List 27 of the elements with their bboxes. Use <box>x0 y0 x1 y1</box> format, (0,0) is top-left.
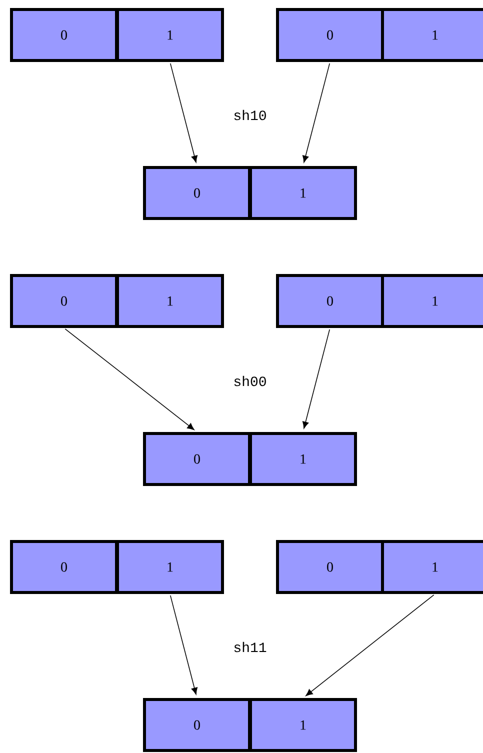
bit-cell: 1 <box>116 274 224 328</box>
step-label: sh10 <box>234 110 266 120</box>
arrow <box>64 328 194 430</box>
bit-cell: 1 <box>249 166 357 220</box>
bit-cell: 1 <box>381 540 483 594</box>
bit-cell: 1 <box>116 540 224 594</box>
bit-cell: 1 <box>249 432 357 486</box>
bit-cell: 0 <box>10 274 118 328</box>
step-label: sh00 <box>234 376 266 386</box>
bit-cell: 1 <box>249 698 357 752</box>
arrow <box>306 594 434 696</box>
arrow <box>170 595 198 695</box>
bit-cell: 0 <box>143 166 251 220</box>
arrow <box>170 63 198 163</box>
bit-cell: 0 <box>10 8 118 62</box>
bit-cell: 1 <box>116 8 224 62</box>
bit-cell: 0 <box>143 698 251 752</box>
bit-cell: 1 <box>381 8 483 62</box>
arrow <box>302 329 330 429</box>
bit-cell: 0 <box>10 540 118 594</box>
step-label: sh11 <box>234 642 266 652</box>
bit-cell: 0 <box>276 8 384 62</box>
bit-cell: 0 <box>276 274 384 328</box>
arrow <box>302 63 330 163</box>
bit-cell: 0 <box>143 432 251 486</box>
bit-cell: 0 <box>276 540 384 594</box>
bit-cell: 1 <box>381 274 483 328</box>
